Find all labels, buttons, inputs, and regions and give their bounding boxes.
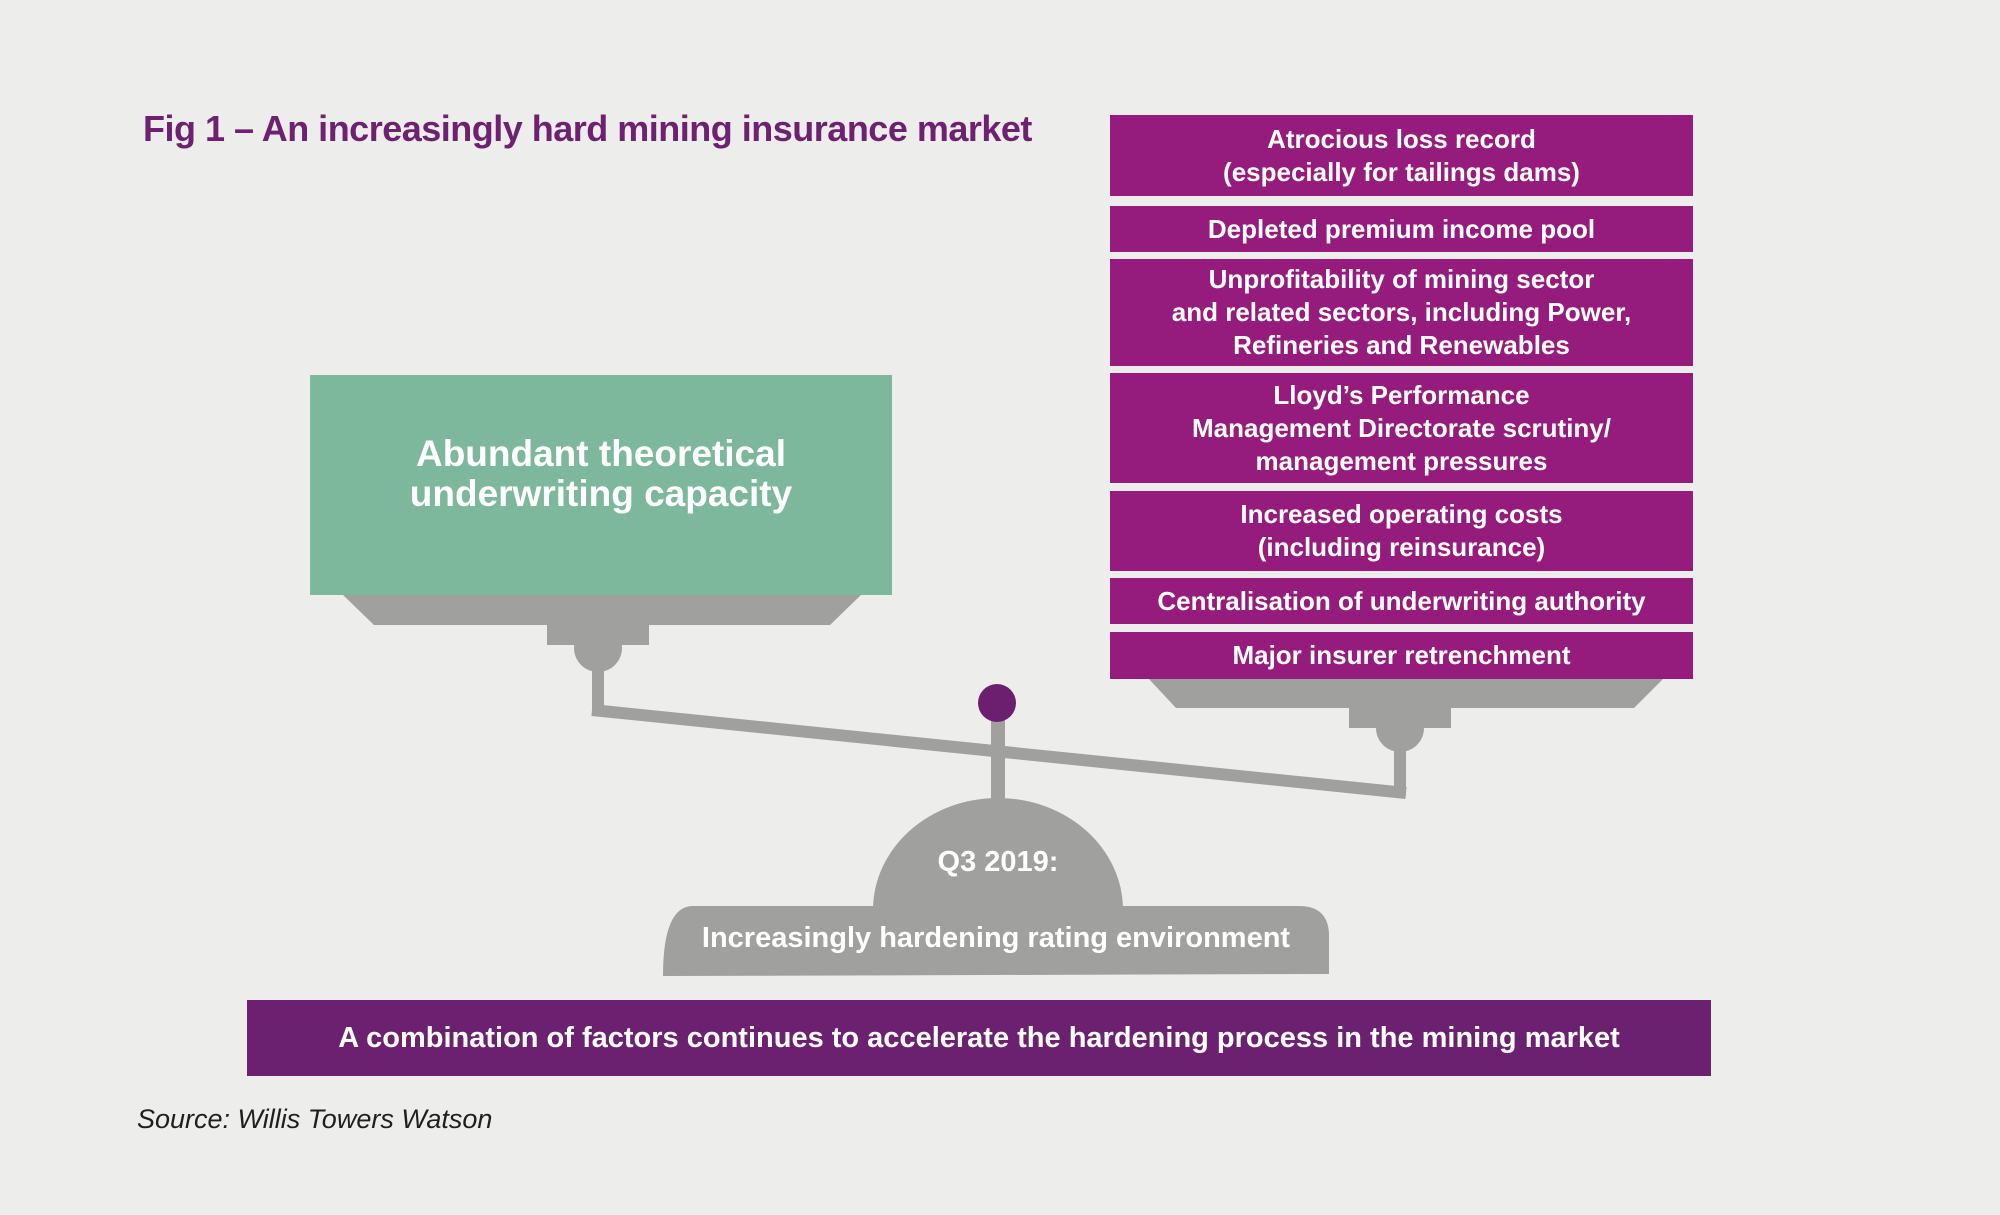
factor-loss-record: Atrocious loss record (especially for ta… bbox=[1110, 115, 1693, 196]
conclusion-banner: A combination of factors continues to ac… bbox=[247, 1000, 1711, 1076]
figure-title: Fig 1 – An increasingly hard mining insu… bbox=[143, 108, 1032, 149]
left-pan-tray bbox=[342, 594, 862, 625]
capacity-box: Abundant theoretical underwriting capaci… bbox=[310, 375, 892, 595]
factor-operating-costs: Increased operating costs (including rei… bbox=[1110, 491, 1693, 571]
factor-lloyds-scrutiny: Lloyd’s Performance Management Directora… bbox=[1110, 373, 1693, 483]
fulcrum-date-label: Q3 2019: bbox=[937, 846, 1059, 878]
right-pan-tray bbox=[1148, 678, 1664, 708]
factor-centralisation: Centralisation of underwriting authority bbox=[1110, 578, 1693, 624]
fulcrum-status-label: Increasingly hardening rating environmen… bbox=[701, 922, 1291, 954]
factor-unprofitability: Unprofitability of mining sector and rel… bbox=[1110, 259, 1693, 366]
scale-plinth bbox=[663, 906, 1329, 976]
scale-post bbox=[991, 708, 1005, 803]
factor-retrenchment: Major insurer retrenchment bbox=[1110, 632, 1693, 679]
factor-premium-pool: Depleted premium income pool bbox=[1110, 206, 1693, 252]
pivot-dot bbox=[978, 684, 1016, 722]
scale-dome bbox=[873, 798, 1123, 910]
source-note: Source: Willis Towers Watson bbox=[137, 1104, 493, 1134]
